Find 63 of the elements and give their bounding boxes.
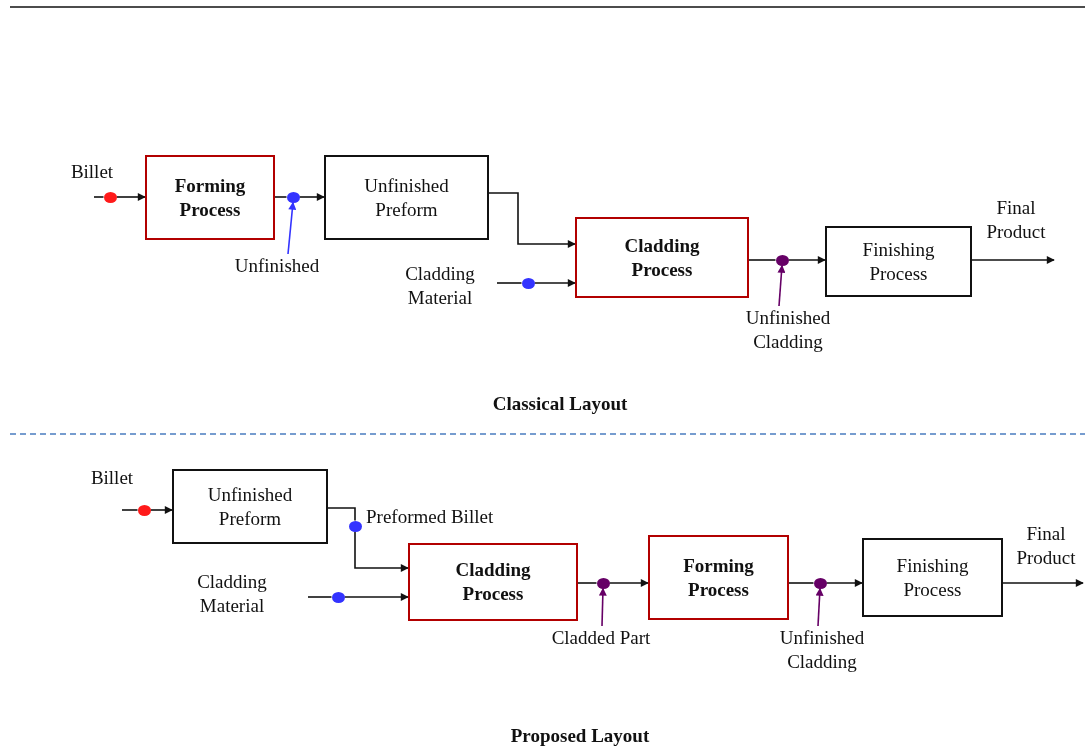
arrow <box>149 506 173 514</box>
junction-dot <box>596 577 610 589</box>
process-label: Unfinished Preform <box>364 173 449 222</box>
process-box <box>575 217 749 298</box>
process-box <box>862 538 1003 617</box>
leader-label: Cladded Part <box>540 626 662 650</box>
leader-label: Unfinished Cladding <box>762 626 882 674</box>
junction-dot <box>775 254 789 266</box>
process-label: Cladding Process <box>455 558 531 606</box>
flow-label: Cladding Material <box>196 570 268 618</box>
junction-dot <box>813 577 827 589</box>
arrow <box>298 193 325 201</box>
connector-line <box>748 259 777 261</box>
arrow <box>825 579 863 587</box>
flow-label: Billet <box>89 466 135 490</box>
process-box <box>648 535 789 620</box>
leader-line <box>777 264 786 307</box>
flow-label: Final Product <box>985 196 1047 244</box>
section-caption: Classical Layout <box>491 392 629 416</box>
connector-line <box>121 509 139 511</box>
junction-dot <box>521 277 535 289</box>
process-label: Cladding Process <box>624 233 700 282</box>
process-box <box>408 543 578 621</box>
leader-line <box>598 587 607 627</box>
connector-line <box>274 196 288 198</box>
connector-line <box>496 282 523 284</box>
arrow <box>343 593 409 601</box>
process-label: Finishing Process <box>862 237 935 286</box>
process-label: Finishing Process <box>896 553 969 602</box>
process-box <box>324 155 489 240</box>
process-label: Forming Process <box>683 553 754 602</box>
leader-label: Unfinished Cladding <box>728 306 848 354</box>
junction-dot <box>331 591 345 603</box>
junction-dot <box>103 191 117 203</box>
flow-label: Final Product <box>1015 522 1077 570</box>
junction-dot <box>137 504 151 516</box>
junction-dot <box>348 520 362 532</box>
junction-dot <box>286 191 300 203</box>
leader-label: Unfinished <box>222 254 332 278</box>
process-box <box>172 469 328 544</box>
leader-line <box>287 201 297 255</box>
process-label: Unfinished Preform <box>207 482 293 531</box>
arrow <box>115 193 146 201</box>
arrow <box>971 256 1055 264</box>
connector-line <box>307 596 333 598</box>
arrow <box>1002 579 1084 587</box>
flow-label: Billet <box>69 160 115 184</box>
section-caption: Proposed Layout <box>509 724 651 748</box>
connector-line <box>788 582 815 584</box>
connector-line <box>93 196 105 198</box>
connector-line <box>577 582 598 584</box>
leader-line <box>815 587 824 627</box>
flow-label: Cladding Material <box>404 262 476 310</box>
arrow <box>488 192 576 248</box>
process-box <box>145 155 275 240</box>
arrow <box>608 579 649 587</box>
arrow <box>787 256 826 264</box>
arrow <box>533 279 576 287</box>
process-box <box>825 226 972 297</box>
arrow <box>354 530 409 572</box>
process-label: Forming Process <box>174 173 246 222</box>
connector-line <box>327 507 356 522</box>
flow-label: Preformed Billet <box>366 505 495 529</box>
